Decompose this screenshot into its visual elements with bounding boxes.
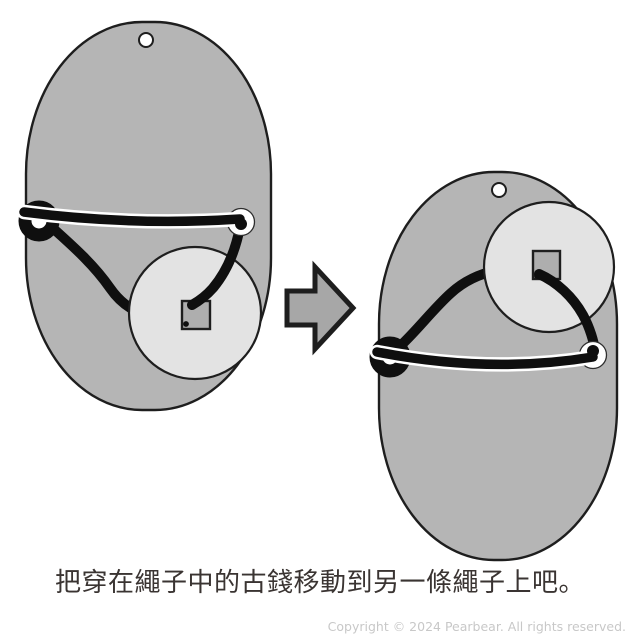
rope-straight [19, 207, 245, 227]
arrow-right-icon [284, 260, 357, 356]
rope-straight [372, 347, 598, 370]
rope-loop-left-behind [393, 265, 503, 353]
panel-after [369, 170, 619, 562]
caption-text: 把穿在繩子中的古錢移動到另一條繩子上吧。 [54, 568, 585, 598]
board-right-hang-hole [491, 182, 507, 198]
rope-end-dot [235, 218, 247, 230]
rope-through-hole-dot [183, 321, 189, 327]
copyright-text: Copyright © 2024 Pearbear. All rights re… [327, 619, 626, 634]
panel-before [16, 20, 273, 412]
rope-loop-right-over [187, 222, 245, 310]
board-left-hang-hole [138, 32, 154, 48]
rope-end-dot [587, 345, 599, 357]
